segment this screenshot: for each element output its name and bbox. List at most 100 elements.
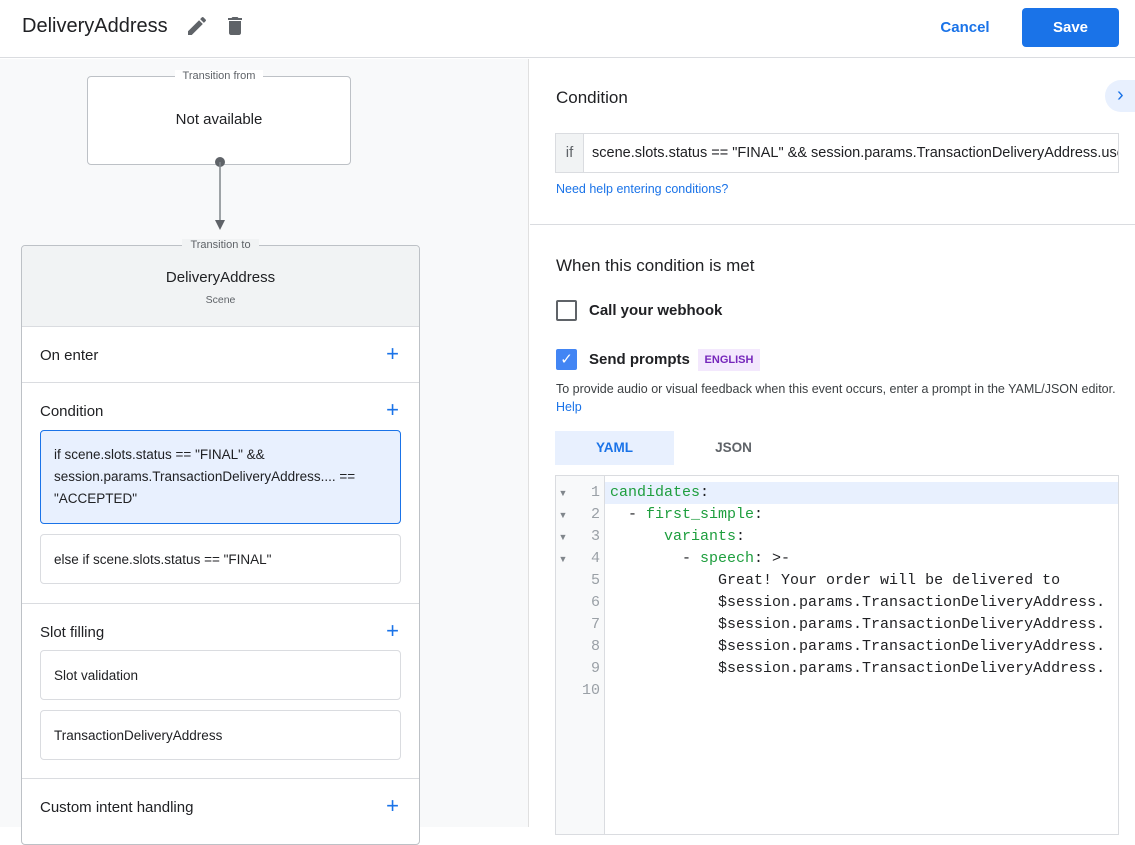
code-indent: -: [610, 506, 647, 523]
code-text: $session.params.TransactionDeliveryAddre…: [600, 636, 1105, 658]
webhook-checkbox[interactable]: [556, 300, 577, 321]
cancel-button[interactable]: Cancel: [925, 10, 1005, 46]
condition-item[interactable]: else if scene.slots.status == "FINAL": [40, 534, 401, 584]
code-text: $session.params.TransactionDeliveryAddre…: [600, 614, 1105, 636]
yaml-value: $session.params.TransactionDeliveryAddre…: [718, 616, 1106, 633]
yaml-value: Great! Your order will be delivered to: [718, 572, 1061, 589]
code-indent: [610, 594, 718, 611]
code-text: - first_simple:: [600, 504, 763, 526]
add-on-enter-icon[interactable]: +: [386, 341, 399, 366]
slot-item[interactable]: TransactionDeliveryAddress: [40, 710, 401, 760]
code-text: - speech: >-: [600, 548, 790, 570]
code-line[interactable]: ▼2 - first_simple:: [556, 504, 1118, 526]
line-number: 7: [590, 616, 600, 633]
yaml-value: :: [754, 506, 764, 523]
help-link[interactable]: Help: [556, 400, 582, 414]
tab-yaml[interactable]: YAML: [555, 431, 674, 465]
fold-arrow-icon[interactable]: ▼: [558, 532, 568, 542]
code-line[interactable]: ▼ 4 - speech: >-: [556, 548, 1118, 570]
code-line[interactable]: 8 $session.params.TransactionDeliveryAdd…: [556, 636, 1118, 658]
code-indent: -: [610, 550, 701, 567]
condition-editor-panel: › Condition if scene.slots.status == "FI…: [530, 59, 1135, 835]
flow-panel: Transition from Not available Transition…: [0, 59, 529, 845]
add-slot-icon[interactable]: +: [386, 618, 399, 643]
top-bar: DeliveryAddress Cancel Save: [0, 0, 1135, 58]
scene-name: DeliveryAddress: [165, 269, 276, 286]
transition-to-card: Transition to DeliveryAddress Scene On e…: [21, 239, 420, 845]
code-text: variants:: [600, 526, 745, 548]
save-button[interactable]: Save: [1022, 8, 1119, 47]
section-on-enter: On enter +: [22, 327, 419, 383]
code-indent: [610, 616, 718, 633]
scene-type: Scene: [205, 294, 236, 306]
help-conditions-link[interactable]: Need help entering conditions?: [556, 182, 729, 196]
line-number: 10: [581, 682, 600, 699]
section-title: Condition: [40, 403, 104, 420]
check-icon: ✓: [560, 351, 573, 368]
editor-gutter: [556, 476, 605, 834]
line-number: 9: [590, 660, 600, 677]
add-condition-icon[interactable]: +: [386, 397, 399, 422]
code-text: $session.params.TransactionDeliveryAddre…: [600, 658, 1105, 680]
add-intent-icon[interactable]: +: [386, 793, 399, 818]
page-title: DeliveryAddress: [22, 15, 168, 37]
yaml-key: candidates: [610, 484, 701, 501]
code-line[interactable]: 5 Great! Your order will be delivered to: [556, 570, 1118, 592]
divider: [530, 224, 1135, 225]
yaml-value: $session.params.TransactionDeliveryAddre…: [718, 638, 1106, 655]
section-title: Slot filling: [40, 624, 105, 641]
line-number: 1: [590, 484, 600, 501]
expand-chevron-icon[interactable]: ›: [1105, 80, 1135, 112]
trash-icon[interactable]: [223, 14, 247, 38]
code-line[interactable]: 7 $session.params.TransactionDeliveryAdd…: [556, 614, 1118, 636]
code-indent: [610, 660, 718, 677]
code-text: $session.params.TransactionDeliveryAddre…: [600, 592, 1105, 614]
line-number: 4: [590, 550, 600, 567]
yaml-value: :: [736, 528, 746, 545]
condition-input[interactable]: if scene.slots.status == "FINAL" && sess…: [555, 133, 1119, 173]
condition-met-title: When this condition is met: [556, 256, 755, 275]
section-title: On enter: [40, 347, 99, 364]
line-number: 8: [590, 638, 600, 655]
code-text: candidates:: [600, 482, 709, 504]
fold-arrow-icon[interactable]: ▼: [558, 554, 568, 564]
fold-arrow-icon: [556, 614, 570, 636]
pencil-icon[interactable]: [185, 14, 209, 38]
active-line-highlight: [605, 482, 1118, 504]
transition-from-value: Not available: [175, 111, 263, 128]
yaml-key: first_simple: [646, 506, 755, 523]
yaml-key: speech: [700, 550, 755, 567]
slot-item[interactable]: Slot validation: [40, 650, 401, 700]
yaml-value: $session.params.TransactionDeliveryAddre…: [718, 594, 1106, 611]
yaml-value: $session.params.TransactionDeliveryAddre…: [718, 660, 1106, 677]
language-badge: ENGLISH: [698, 349, 760, 371]
section-condition: Condition + if scene.slots.status == "FI…: [22, 383, 419, 604]
condition-item-selected[interactable]: if scene.slots.status == "FINAL" && sess…: [40, 430, 401, 524]
line-number: 3: [590, 528, 600, 545]
fold-arrow-icon: [556, 658, 570, 680]
code-line[interactable]: 6 $session.params.TransactionDeliveryAdd…: [556, 592, 1118, 614]
transition-arrow: [215, 157, 225, 230]
send-prompts-checkbox[interactable]: ✓: [556, 349, 577, 370]
yaml-key: variants: [664, 528, 737, 545]
tab-json[interactable]: JSON: [715, 440, 752, 455]
scene-header[interactable]: Transition to DeliveryAddress Scene: [22, 239, 419, 327]
code-line[interactable]: 9 $session.params.TransactionDeliveryAdd…: [556, 658, 1118, 680]
code-line[interactable]: ▼ 3 variants:: [556, 526, 1118, 548]
line-number: 6: [590, 594, 600, 611]
code-text: [600, 680, 610, 702]
section-custom-intent: Custom intent handling +: [22, 779, 419, 834]
code-indent: [610, 572, 718, 589]
transition-from-box: Transition from Not available: [87, 70, 351, 165]
fold-arrow-icon[interactable]: ▼: [558, 510, 568, 520]
send-prompts-label: Send prompts: [589, 351, 690, 368]
condition-value[interactable]: scene.slots.status == "FINAL" && session…: [592, 145, 1118, 161]
code-text: Great! Your order will be delivered to: [600, 570, 1060, 592]
code-indent: [610, 638, 718, 655]
section-title: Custom intent handling: [40, 799, 194, 816]
fold-arrow-icon[interactable]: ▼: [558, 488, 568, 498]
code-line[interactable]: 10: [556, 680, 1118, 702]
section-slot-filling: Slot filling + Slot validation Transacti…: [22, 604, 419, 779]
